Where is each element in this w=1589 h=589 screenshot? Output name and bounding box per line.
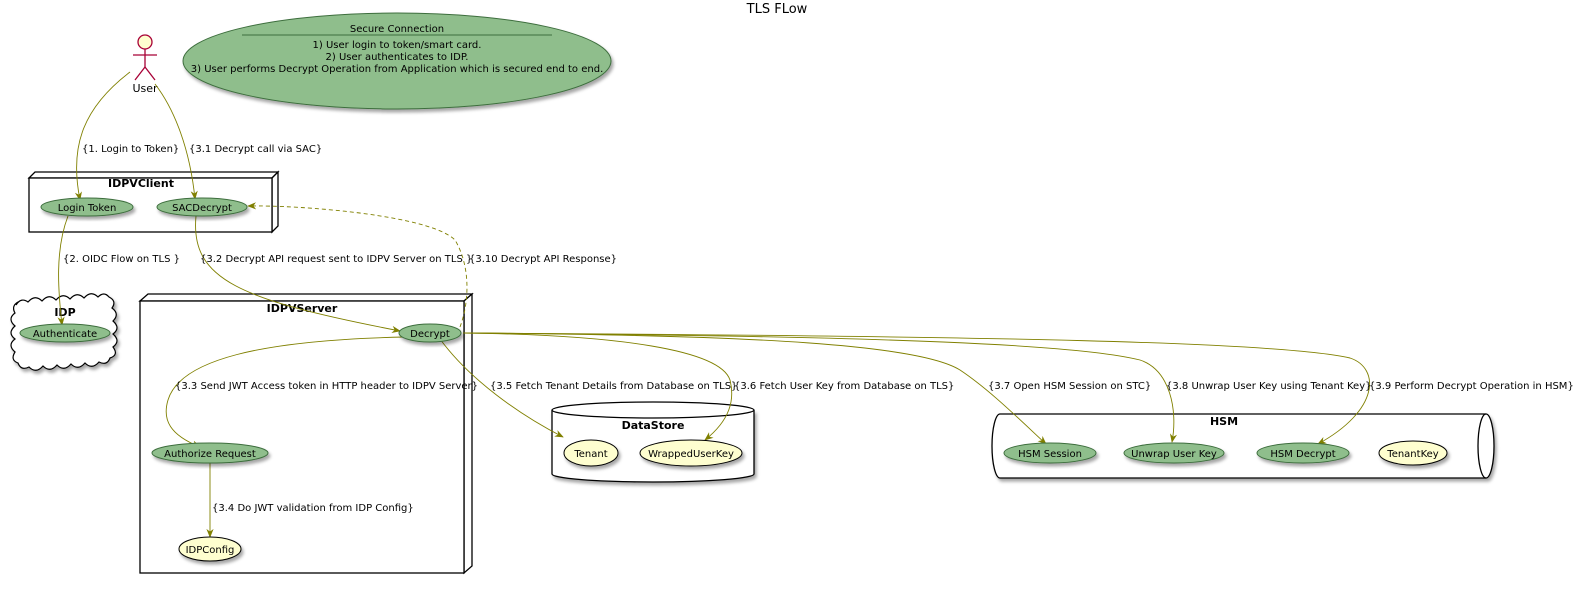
edge-label-login-to-token: {1. Login to Token} [82,144,179,155]
edge-label-fetch-tenant: {3.5 Fetch Tenant Details from Database … [490,381,737,392]
edge-label-fetch-user-key: {3.6 Fetch User Key from Database on TLS… [734,381,954,392]
edge-login-to-token [74,71,131,201]
usecase-sacdecrypt[interactable]: SACDecrypt [156,197,248,217]
usecase-decrypt[interactable]: Decrypt [398,323,462,343]
edge-send-jwt-token [165,336,406,448]
edge-fetch-user-key [462,332,733,441]
entity-tenant-label: Tenant [573,449,607,460]
entity-tenant[interactable]: Tenant [563,439,619,467]
usecase-hsm-session-label: HSM Session [1018,449,1082,460]
usecase-hsm-decrypt[interactable]: HSM Decrypt [1256,442,1350,464]
edge-decrypt-call-via-sac [154,83,198,200]
edge-label-oidc-flow: {2. OIDC Flow on TLS } [63,254,180,265]
usecase-hsm-decrypt-label: HSM Decrypt [1270,449,1335,460]
entity-tenant-key[interactable]: TenantKey [1378,440,1448,466]
edge-label-unwrap-user-key: {3.8 Unwrap User Key using Tenant Key} [1166,381,1371,392]
idpvserver-node [138,292,474,575]
usecase-sacdecrypt-label: SACDecrypt [172,203,232,214]
note-line-3: 3) User performs Decrypt Operation from … [191,64,604,75]
note-line-2: 2) User authenticates to IDP. [326,52,469,63]
edge-unwrap-user-key [462,332,1178,443]
edge-oidc-flow [57,215,69,326]
idpvclient-label: IDPVClient [108,177,174,190]
user-actor-icon [133,34,157,81]
usecase-login-token[interactable]: Login Token [40,197,134,217]
edge-perform-decrypt [462,332,1370,445]
hsm-label: HSM [1210,415,1238,428]
edge-open-hsm-session [462,332,1047,445]
edge-label-jwt-validation: {3.4 Do JWT validation from IDP Config} [212,503,414,514]
usecase-authorize-request-label: Authorize Request [164,449,256,460]
note-line-1: 1) User login to token/smart card. [313,40,482,51]
edge-label-decrypt-api-response: {3.10 Decrypt API Response} [469,254,617,265]
usecase-hsm-session[interactable]: HSM Session [1003,442,1097,464]
edge-label-send-jwt-token: {3.3 Send JWT Access token in HTTP heade… [175,381,478,392]
usecase-authenticate-label: Authenticate [33,329,97,340]
usecase-decrypt-label: Decrypt [410,329,450,340]
note-title: Secure Connection [350,24,444,35]
edge-decrypt-api-request [195,215,401,333]
edge-label-decrypt-call-via-sac: {3.1 Decrypt call via SAC} [189,144,322,155]
entity-idpconfig-label: IDPConfig [186,545,235,556]
entity-wrapped-user-key[interactable]: WrappedUserKey [639,439,743,467]
diagram-title: TLS FLow [746,2,808,17]
usecase-authorize-request[interactable]: Authorize Request [151,442,269,464]
datastore-label: DataStore [622,419,685,432]
secure-connection-note: Secure Connection 1) User login to token… [182,12,612,110]
idpvserver-label: IDPVServer [267,302,338,315]
entity-idpconfig[interactable]: IDPConfig [178,536,242,562]
idp-label: IDP [54,306,75,319]
hsm-queue [991,413,1495,479]
usecase-unwrap-user-key-label: Unwrap User Key [1131,449,1217,460]
usecase-login-token-label: Login Token [58,203,117,214]
edge-label-decrypt-api-request: {3.2 Decrypt API request sent to IDPV Se… [200,254,472,265]
entity-tenant-key-label: TenantKey [1386,449,1438,460]
edge-fetch-tenant [439,338,564,438]
usecase-authenticate[interactable]: Authenticate [19,323,111,343]
usecase-unwrap-user-key[interactable]: Unwrap User Key [1123,442,1225,464]
edge-label-perform-decrypt: {3.9 Perform Decrypt Operation in HSM} [1369,381,1574,392]
edge-label-open-hsm-session: {3.7 Open HSM Session on STC} [988,381,1151,392]
entity-wrapped-user-key-label: WrappedUserKey [648,449,734,460]
user-actor-label: User [132,82,158,95]
